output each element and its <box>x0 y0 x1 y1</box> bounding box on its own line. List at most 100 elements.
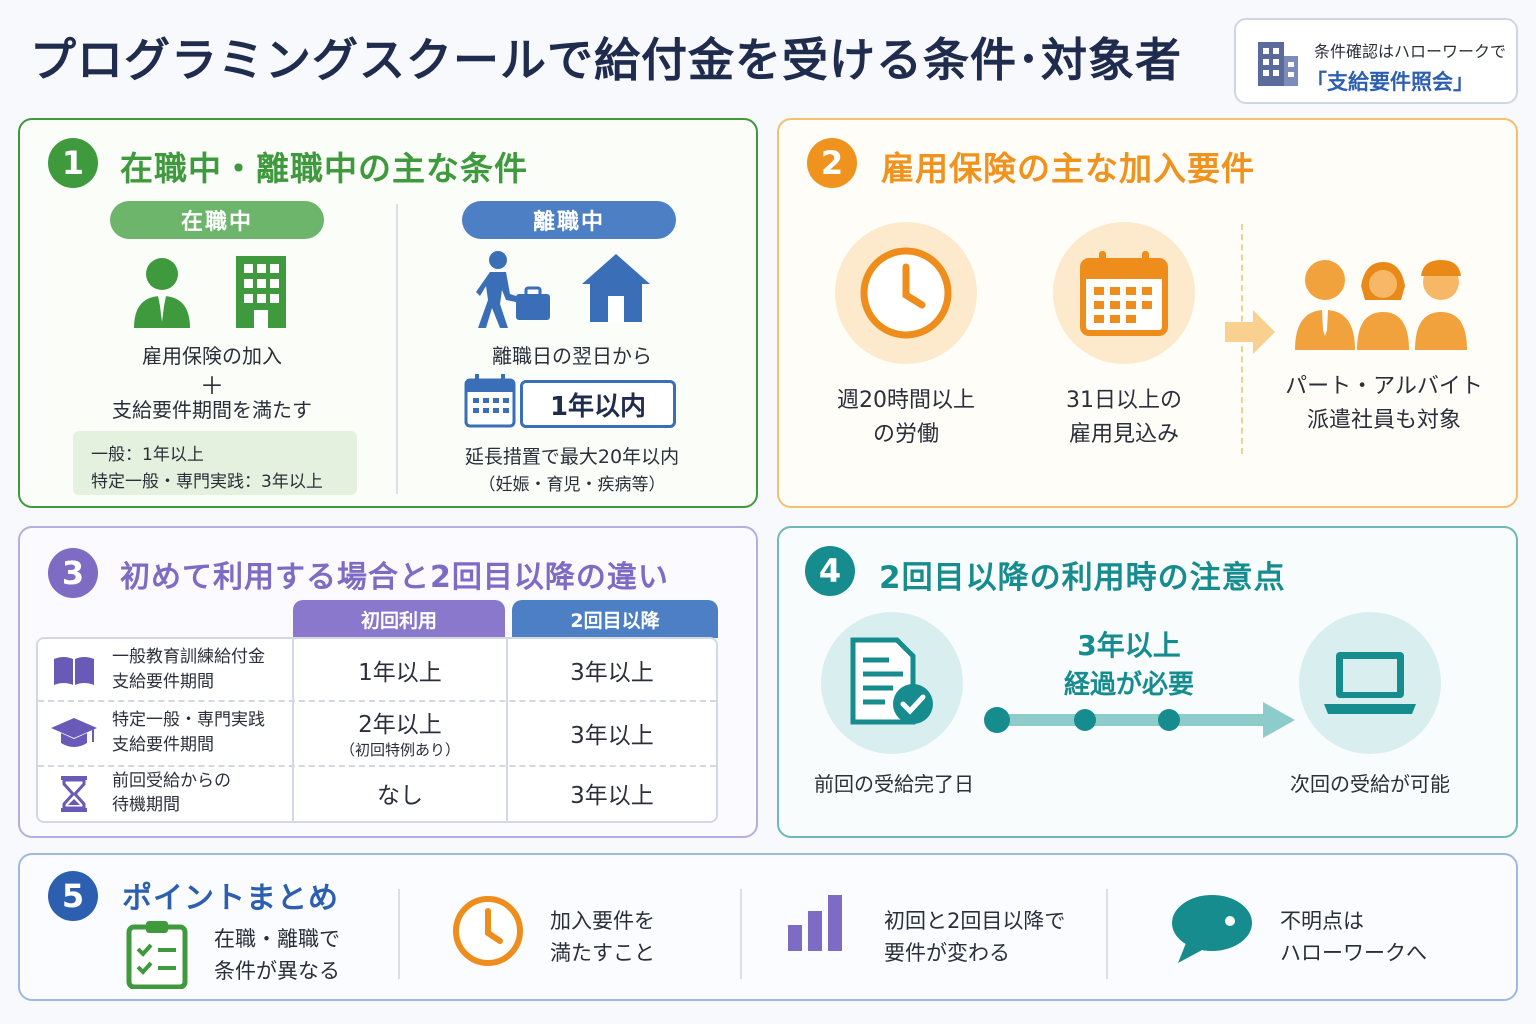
person-leaving-icon <box>474 250 552 334</box>
employed-condition-2: 支給要件期間を満たす <box>112 398 312 422</box>
extension-reasons: （妊娠・育児・疾病等） <box>478 475 666 495</box>
laptop-icon <box>1299 612 1441 754</box>
section-title: 在職中・離職中の主な条件 <box>120 149 528 188</box>
calendar-icon <box>464 372 516 432</box>
office-building-icon <box>232 254 290 332</box>
section-number: 4 <box>805 546 855 596</box>
row-sublabel: 支給要件期間 <box>112 735 214 755</box>
table-row: 前回受給からの 待機期間 なし 3年以上 <box>38 765 716 821</box>
target-workers-1: パート・アルバイト <box>1285 374 1483 399</box>
repeat-use-value: 3年以上 <box>508 700 716 765</box>
value-text: 3年以上 <box>570 659 654 686</box>
graduation-cap-icon <box>50 716 98 756</box>
section-number: 2 <box>807 138 857 188</box>
table-divider <box>38 765 716 767</box>
summary-point-4-line1: 不明点は <box>1280 909 1364 933</box>
table-divider <box>38 700 716 702</box>
row-label: 前回受給からの <box>112 771 231 791</box>
hours-requirement-1: 週20時間以上 <box>837 388 975 413</box>
waiting-period-note: 経過が必要 <box>1063 670 1194 700</box>
page-title: プログラミングスクールで給付金を受ける条件･対象者 <box>30 33 1182 87</box>
section-number: 5 <box>48 871 98 921</box>
employment-expectation-2: 雇用見込み <box>1068 422 1179 447</box>
unemployed-condition: 離職日の翌日から <box>492 344 652 368</box>
summary-point-2-line1: 加入要件を <box>550 909 655 933</box>
workers-icon <box>1295 254 1471 354</box>
section-title: 雇用保険の主な加入要件 <box>881 149 1255 188</box>
first-use-value: 2年以上 （初回特例あり） <box>294 700 506 765</box>
next-eligible-label: 次回の受給が可能 <box>1290 772 1450 796</box>
clock-icon <box>452 895 524 971</box>
column-header-repeat: 2回目以降 <box>512 600 718 638</box>
row-sublabel: 待機期間 <box>112 795 180 815</box>
value-text: 2年以上 <box>358 712 442 738</box>
first-use-value: なし <box>294 765 506 821</box>
summary-point-1-line2: 条件が異なる <box>214 959 340 983</box>
hourglass-icon <box>60 775 88 817</box>
waiting-period-value: 3年以上 <box>1077 629 1181 662</box>
value-text: 1年以上 <box>358 659 442 686</box>
bar-chart-icon <box>784 891 850 957</box>
comparison-table: 一般教育訓練給付金 支給要件期間 1年以上 3年以上 特定一般・専門実践 支給要… <box>36 637 718 823</box>
table-row: 特定一般・専門実践 支給要件期間 2年以上 （初回特例あり） 3年以上 <box>38 700 716 765</box>
table-divider <box>506 639 508 821</box>
document-check-icon <box>821 612 963 754</box>
row-label: 特定一般・専門実践 <box>112 710 265 730</box>
section-title: ポイントまとめ <box>122 881 339 916</box>
calendar-icon <box>1053 222 1195 364</box>
arrow-right-icon <box>1223 308 1277 360</box>
checklist-icon <box>126 919 188 993</box>
book-icon <box>52 655 96 689</box>
previous-completion-label: 前回の受給完了日 <box>814 772 974 796</box>
employee-icon <box>130 256 194 332</box>
row-label: 一般教育訓練給付金 <box>112 647 265 667</box>
hours-requirement-2: の労働 <box>872 422 939 447</box>
unemployed-label: 離職中 <box>462 201 676 239</box>
home-icon <box>580 252 652 326</box>
value-text: 3年以上 <box>570 783 654 809</box>
section-summary: 5 ポイントまとめ 在職・離職で 条件が異なる 加入要件を 満たすこと 初回と2… <box>18 853 1518 1001</box>
row-sublabel: 支給要件期間 <box>112 672 214 692</box>
section-repeat-use-notes: 4 2回目以降の利用時の注意点 前回の受給完了日 3年以上 経過が必要 次回の受… <box>777 526 1518 838</box>
summary-point-4-line2: ハローワークへ <box>1280 941 1427 965</box>
summary-point-3-line1: 初回と2回目以降で <box>884 909 1066 933</box>
unemployed-period-box: 1年以内 <box>520 380 676 428</box>
hellowork-note-emphasis: 「支給要件照会」 <box>1306 70 1474 94</box>
divider <box>1106 889 1108 979</box>
extension-note: 延長措置で最大20年以内 <box>464 446 680 468</box>
divider <box>396 204 398 494</box>
timeline-arrow <box>983 698 1299 746</box>
employed-note-specific: 特定一般・専門実践：3年以上 <box>91 472 323 492</box>
divider <box>740 889 742 979</box>
clock-icon <box>835 222 977 364</box>
value-text: 3年以上 <box>570 722 654 749</box>
column-header-first: 初回利用 <box>293 600 505 638</box>
employed-condition-1: 雇用保険の加入 <box>142 344 282 368</box>
value-note: （初回特例あり） <box>339 741 460 759</box>
employed-label: 在職中 <box>110 201 324 239</box>
employed-note-general: 一般：1年以上 <box>91 445 204 465</box>
repeat-use-value: 3年以上 <box>508 639 716 700</box>
first-use-value: 1年以上 <box>294 639 506 700</box>
speech-bubble-icon <box>1168 891 1254 969</box>
hellowork-note: 条件確認はハローワークで 「支給要件照会」 <box>1234 18 1518 104</box>
divider <box>398 889 400 979</box>
plus-sign: ＋ <box>200 372 224 400</box>
target-workers-2: 派遣社員も対象 <box>1306 408 1461 433</box>
building-icon <box>1256 38 1300 92</box>
section-title: 初めて利用する場合と2回目以降の違い <box>120 560 669 595</box>
section-title: 2回目以降の利用時の注意点 <box>879 560 1286 596</box>
repeat-use-value: 3年以上 <box>508 765 716 821</box>
table-divider <box>292 639 294 821</box>
section-number: 3 <box>48 548 98 598</box>
summary-point-2-line2: 満たすこと <box>550 941 655 965</box>
value-text: なし <box>377 783 423 809</box>
summary-point-1-line1: 在職・離職で <box>214 927 340 951</box>
hellowork-note-text: 条件確認はハローワークで <box>1314 42 1507 61</box>
section-number: 1 <box>48 138 98 188</box>
table-row: 一般教育訓練給付金 支給要件期間 1年以上 3年以上 <box>38 639 716 700</box>
summary-point-3-line2: 要件が変わる <box>884 941 1010 965</box>
employment-expectation-1: 31日以上の <box>1066 388 1182 413</box>
section-employment-conditions: 1 在職中・離職中の主な条件 在職中 雇用保険の加入 ＋ 支給要件期間を満たす … <box>18 118 758 508</box>
section-insurance-requirements: 2 雇用保険の主な加入要件 週20時間以上 の労働 31日以上の 雇用見込み <box>777 118 1518 508</box>
